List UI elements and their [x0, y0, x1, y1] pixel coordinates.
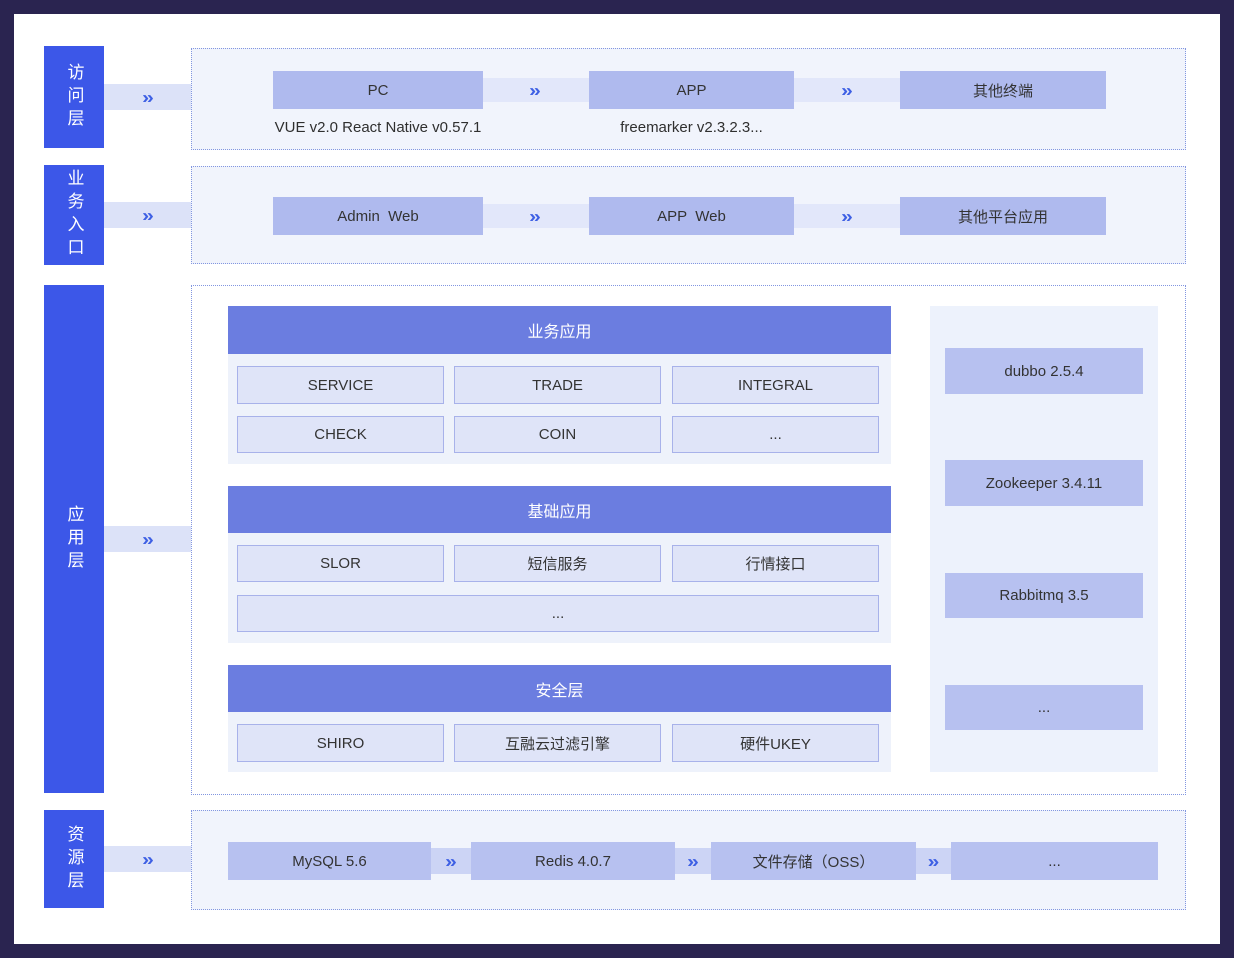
chevron-right-icon: »	[529, 206, 541, 226]
chevron-right-icon: »	[142, 87, 154, 107]
node-more-middleware: ...	[945, 685, 1143, 730]
note-pc-stack: VUE v2.0 React Native v0.57.1	[274, 119, 482, 136]
section-title-security: 安全层	[228, 665, 891, 712]
connector-adminweb-appweb: »	[481, 204, 589, 228]
cell-integral: INTEGRAL	[672, 366, 879, 404]
layer-box-application: 应用层	[44, 285, 104, 793]
connector-pc-app: »	[481, 78, 589, 102]
note-app-stack: freemarker v2.3.2.3...	[620, 119, 763, 136]
node-admin-web: Admin Web	[273, 197, 483, 235]
chevron-right-icon: »	[841, 206, 853, 226]
panel-entry: » » Admin Web APP Web 其他平台应用	[191, 166, 1186, 264]
section-business-apps: 业务应用 SERVICE TRADE INTEGRAL CHECK COIN .…	[228, 306, 891, 464]
layer-box-access: 访问层	[44, 46, 104, 148]
cell-more-basic: ...	[237, 595, 879, 632]
node-more-resource: ...	[951, 842, 1158, 880]
panel-resource: » » » MySQL 5.6 Redis 4.0.7 文件存储（OSS） ..…	[191, 810, 1186, 910]
connector-oss-more: »	[911, 848, 956, 874]
connector-redis-oss: »	[670, 848, 716, 874]
connector-access: »	[104, 84, 192, 110]
cell-check: CHECK	[237, 416, 444, 453]
node-zookeeper: Zookeeper 3.4.11	[945, 460, 1143, 506]
cell-market-api: 行情接口	[672, 545, 879, 582]
cell-hardware-ukey: 硬件UKEY	[672, 724, 879, 762]
cell-coin: COIN	[454, 416, 661, 453]
node-rabbitmq: Rabbitmq 3.5	[945, 573, 1143, 618]
cell-slor: SLOR	[237, 545, 444, 582]
connector-application: »	[104, 526, 192, 552]
node-redis: Redis 4.0.7	[471, 842, 675, 880]
diagram-canvas: 访问层 业务入口 应用层 资源层 » » » » » » PC APP 其他终端…	[14, 14, 1220, 944]
layer-label-resource: 资源层	[64, 824, 84, 894]
panel-access: » » PC APP 其他终端 VUE v2.0 React Native v0…	[191, 48, 1186, 150]
node-dubbo: dubbo 2.5.4	[945, 348, 1143, 394]
cell-more-business: ...	[672, 416, 879, 453]
chevron-right-icon: »	[529, 80, 541, 100]
chevron-right-icon: »	[841, 80, 853, 100]
chevron-right-icon: »	[687, 851, 699, 871]
cell-trade: TRADE	[454, 366, 661, 404]
connector-entry: »	[104, 202, 192, 228]
section-title-basic-apps: 基础应用	[228, 486, 891, 533]
panel-application: 业务应用 SERVICE TRADE INTEGRAL CHECK COIN .…	[191, 285, 1186, 795]
node-other-platform: 其他平台应用	[900, 197, 1106, 235]
chevron-right-icon: »	[142, 529, 154, 549]
panel-middleware: dubbo 2.5.4 Zookeeper 3.4.11 Rabbitmq 3.…	[930, 306, 1158, 772]
layer-box-entry: 业务入口	[44, 165, 104, 265]
chevron-right-icon: »	[445, 851, 457, 871]
section-basic-apps: 基础应用 SLOR 短信服务 行情接口 ...	[228, 486, 891, 643]
node-app: APP	[589, 71, 794, 109]
chevron-right-icon: »	[927, 851, 940, 871]
node-other-terminal: 其他终端	[900, 71, 1106, 109]
connector-mysql-redis: »	[427, 848, 475, 874]
chevron-right-icon: »	[142, 205, 154, 225]
section-title-business-apps: 业务应用	[228, 306, 891, 354]
section-security: 安全层 SHIRO 互融云过滤引擎 硬件UKEY	[228, 665, 891, 772]
cell-filter-engine: 互融云过滤引擎	[454, 724, 661, 762]
layer-label-application: 应用层	[64, 504, 84, 574]
cell-service: SERVICE	[237, 366, 444, 404]
layer-label-access: 访问层	[64, 62, 84, 132]
chevron-right-icon: »	[142, 849, 154, 869]
node-pc: PC	[273, 71, 483, 109]
layer-box-resource: 资源层	[44, 810, 104, 908]
layer-label-entry: 业务入口	[64, 169, 84, 261]
connector-appweb-other: »	[792, 204, 902, 228]
node-app-web: APP Web	[589, 197, 794, 235]
node-mysql: MySQL 5.6	[228, 842, 431, 880]
cell-shiro: SHIRO	[237, 724, 444, 762]
cell-sms-service: 短信服务	[454, 545, 661, 582]
connector-resource: »	[104, 846, 192, 872]
node-file-storage: 文件存储（OSS）	[711, 842, 916, 880]
connector-app-other: »	[792, 78, 902, 102]
